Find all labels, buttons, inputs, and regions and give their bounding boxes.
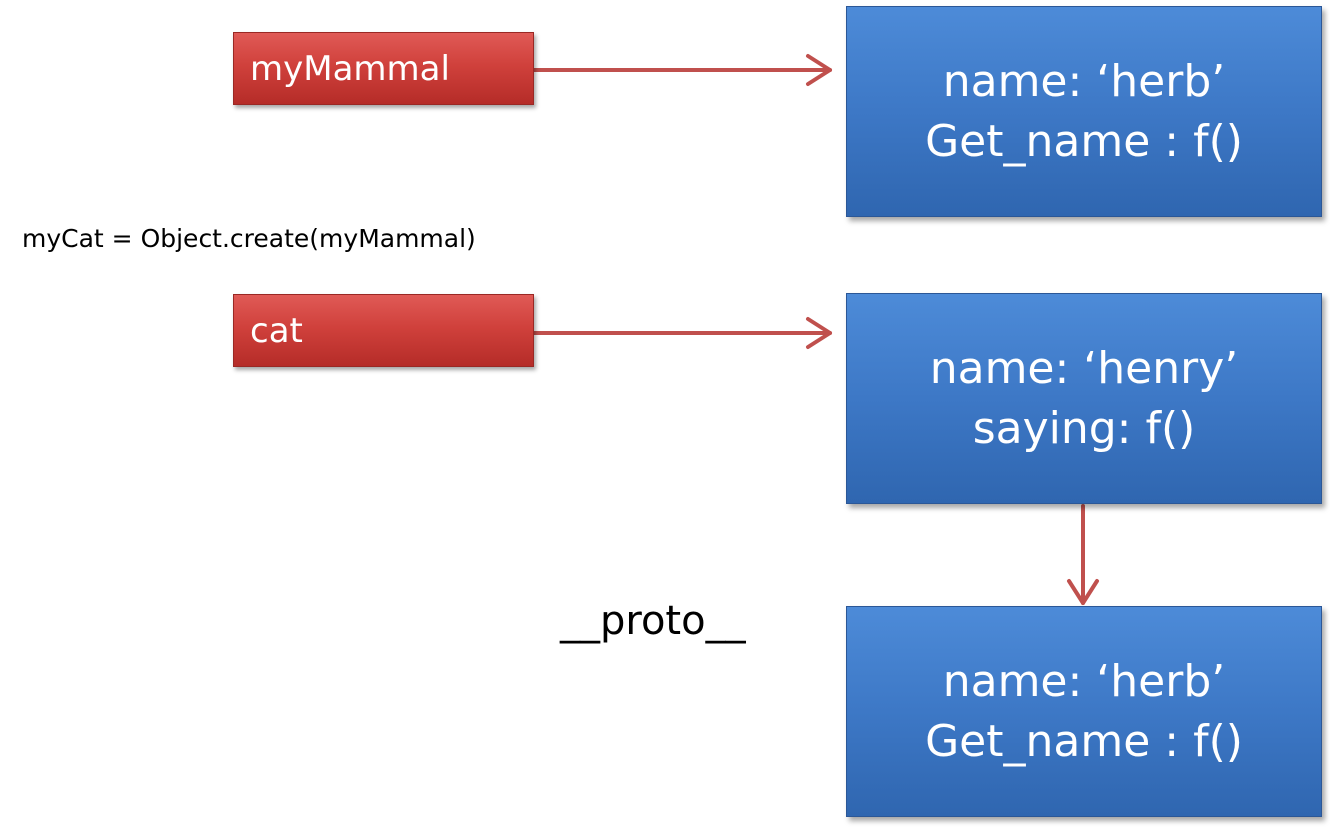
mammal-object-box: name: ‘herb’ Get_name : f() [846, 6, 1322, 217]
mammal-object-method: Get_name : f() [925, 115, 1243, 167]
proto-label: __proto__ [560, 598, 746, 644]
mymammal-reference-box: myMammal [233, 32, 534, 105]
cat-object-method: saying: f() [972, 402, 1196, 454]
cat-reference-box: cat [233, 294, 534, 367]
prototype-object-name: name: ‘herb’ [942, 655, 1226, 707]
prototype-object-method: Get_name : f() [925, 715, 1243, 767]
mammal-object-name: name: ‘herb’ [942, 55, 1226, 107]
cat-reference-label: cat [250, 310, 303, 351]
mymammal-reference-label: myMammal [250, 48, 450, 89]
code-statement: myCat = Object.create(myMammal) [22, 224, 476, 253]
cat-object-box: name: ‘henry’ saying: f() [846, 293, 1322, 504]
arrow-mymammal-to-object [532, 54, 832, 86]
arrow-proto-link [1067, 504, 1099, 605]
prototype-object-box: name: ‘herb’ Get_name : f() [846, 606, 1322, 817]
arrow-cat-to-object [532, 317, 832, 349]
cat-object-name: name: ‘henry’ [929, 342, 1239, 394]
